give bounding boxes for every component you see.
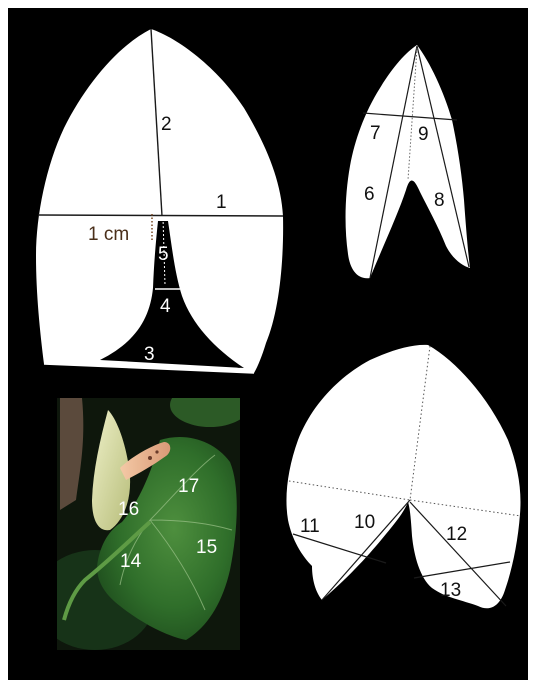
- leaf-c-label-12: 12: [446, 524, 467, 545]
- leaf-a-label-4: 4: [160, 296, 171, 317]
- photo-spadix-spot: [148, 456, 152, 460]
- leaf-a-label-1: 1: [216, 192, 227, 213]
- leaf-b-label-8: 8: [434, 190, 445, 211]
- leaf-a-label-3: 3: [144, 344, 155, 365]
- scale-bar-label: 1 cm: [88, 224, 129, 245]
- leaf-b-label-7: 7: [370, 123, 381, 144]
- leaf-a-label-2: 2: [161, 114, 172, 135]
- leaf-c-label-13: 13: [440, 580, 461, 601]
- plant-photo-panel: 14 15 16 17: [35, 383, 250, 650]
- photo-label-15: 15: [196, 537, 217, 558]
- leaf-b-label-6: 6: [364, 184, 375, 205]
- leaf-c-label-11: 11: [300, 516, 320, 537]
- photo-label-14: 14: [120, 551, 142, 572]
- photo-label-16: 16: [118, 499, 139, 520]
- leaf-b-label-9: 9: [418, 124, 429, 145]
- leaf-a-label-5: 5: [158, 244, 169, 265]
- leaf-c-label-10: 10: [354, 512, 375, 533]
- photo-label-17: 17: [178, 476, 199, 497]
- photo-spadix-spot: [155, 450, 158, 453]
- leaf-a-line-1: [38, 215, 283, 216]
